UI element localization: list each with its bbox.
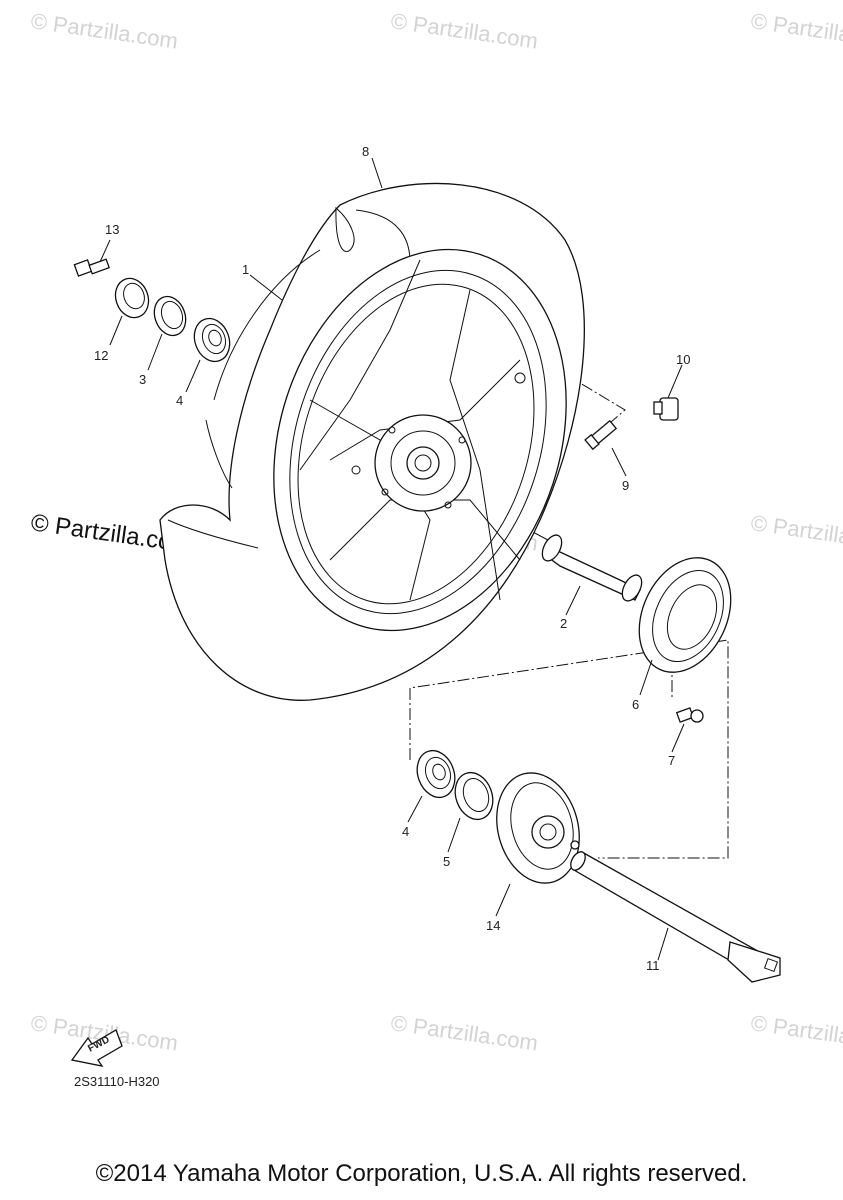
callout-2: 2 — [560, 616, 567, 631]
valve-parts — [584, 397, 679, 451]
spacer-2 — [541, 534, 643, 602]
callout-6: 6 — [632, 697, 639, 712]
watermark: © Partzilla.com — [749, 8, 843, 53]
callout-7: 7 — [668, 753, 675, 768]
pulley-hub-14 — [496, 772, 580, 884]
callout-3: 3 — [139, 372, 146, 387]
axle-11 — [570, 851, 781, 983]
oil-seal-3 — [153, 295, 187, 337]
callout-4: 4 — [176, 393, 183, 408]
callout-5: 5 — [443, 854, 450, 869]
callout-10: 10 — [676, 352, 690, 367]
copyright-notice: ©2014 Yamaha Motor Corporation, U.S.A. A… — [95, 1160, 748, 1187]
watermark: © Partzilla.com — [749, 1010, 843, 1055]
bolt-7 — [675, 707, 704, 723]
bearing-4-left — [193, 317, 231, 363]
callout-13: 13 — [105, 222, 119, 237]
brake-disc-6 — [638, 557, 732, 673]
watermark: © Partzilla.com — [749, 510, 843, 555]
diagram-code: 2S31110-H320 — [74, 1074, 160, 1089]
left-hub-parts — [73, 258, 231, 363]
callout-1: 1 — [242, 262, 249, 277]
bearing-4-right — [416, 749, 456, 799]
oil-seal-5 — [454, 771, 494, 821]
leader-lines — [99, 157, 685, 961]
tire-wheel-assembly — [159, 182, 585, 701]
valve-9 — [584, 419, 618, 451]
collar-12 — [114, 277, 150, 319]
callout-9: 9 — [622, 478, 629, 493]
watermark: © Partzilla.com — [389, 1010, 539, 1055]
callout-4: 4 — [402, 824, 409, 839]
valve-cap-10 — [653, 397, 679, 421]
watermark: © Partzilla.com — [389, 8, 539, 53]
callout-12: 12 — [94, 348, 108, 363]
callout-11: 11 — [646, 958, 660, 973]
callout-14: 14 — [486, 918, 500, 933]
right-hub-parts — [416, 749, 781, 983]
callout-labels: 8 1 13 12 3 4 10 9 2 6 7 4 5 14 11 — [94, 144, 690, 973]
bolt-13 — [73, 258, 111, 277]
callout-8: 8 — [362, 144, 369, 159]
watermark: © Partzilla.com — [29, 8, 179, 53]
